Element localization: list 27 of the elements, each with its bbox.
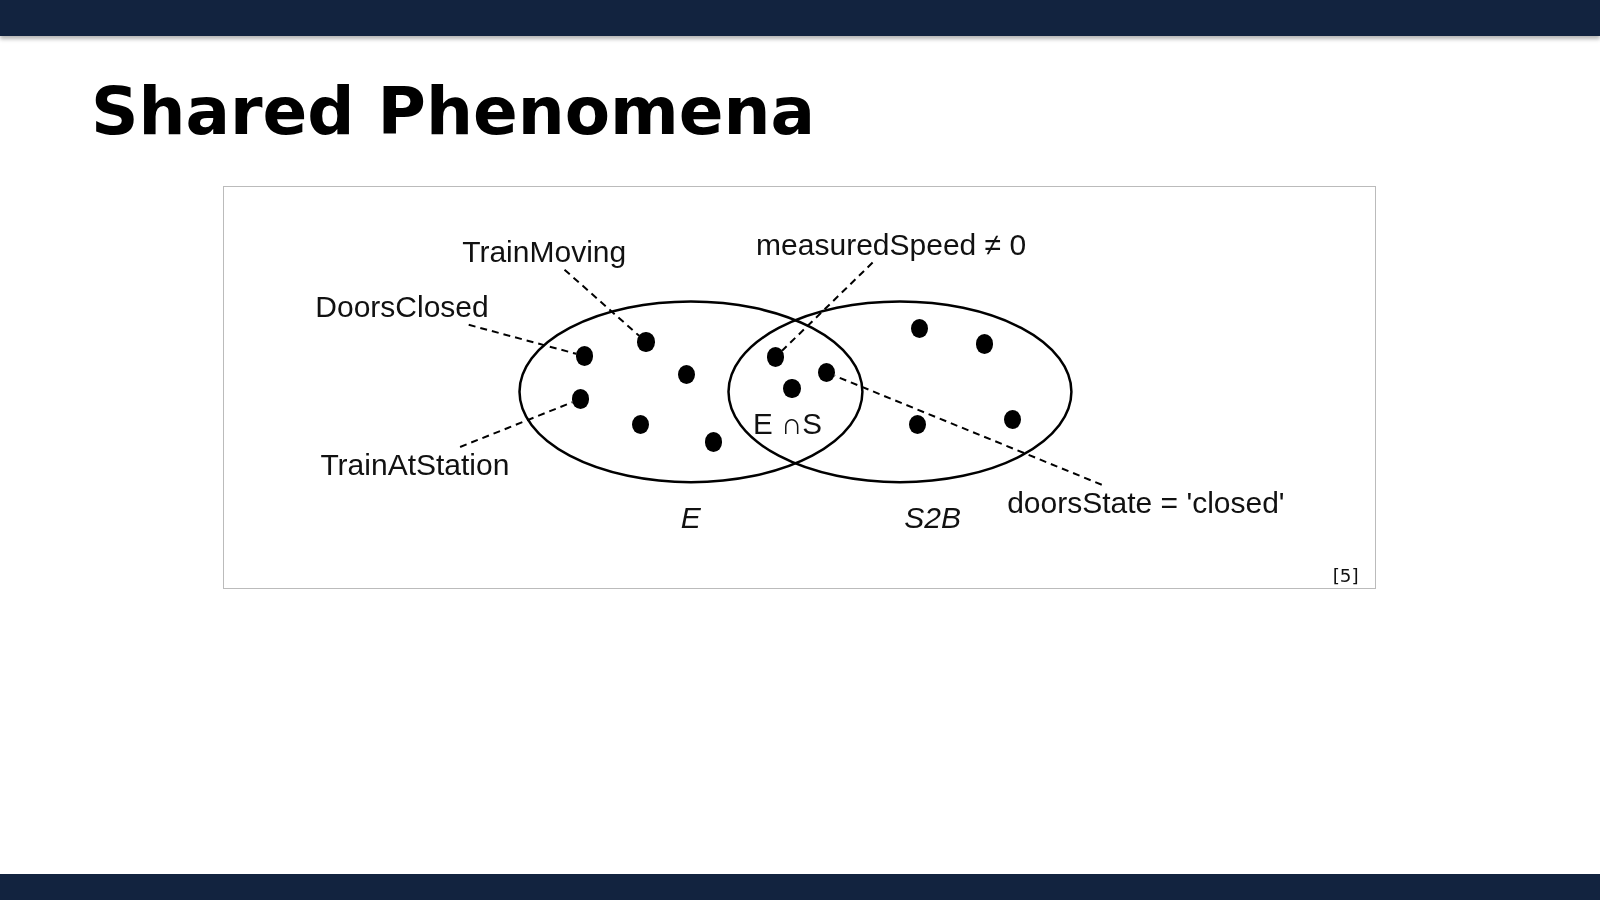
element-dot xyxy=(976,334,994,354)
element-dot xyxy=(783,379,801,399)
set-name: E xyxy=(680,502,701,535)
element-dot xyxy=(576,346,594,366)
phenomenon-label: doorsState = 'closed' xyxy=(1007,486,1285,519)
element-dot xyxy=(910,318,929,339)
reference-note: [5] xyxy=(1332,564,1359,589)
element-dot xyxy=(678,364,696,385)
element-dot xyxy=(908,414,926,435)
set-name: S2B xyxy=(904,502,961,535)
element-dot xyxy=(637,332,655,352)
element-dot xyxy=(632,414,650,435)
leader-line xyxy=(459,401,574,448)
element-dot xyxy=(1003,409,1021,430)
element-dot xyxy=(817,362,836,383)
element-dot xyxy=(571,389,590,409)
phenomenon-label: DoorsClosed xyxy=(315,290,489,323)
intersection-label: E ∩S xyxy=(753,408,822,441)
leader-line xyxy=(563,268,641,337)
phenomenon-label: TrainAtStation xyxy=(320,448,510,481)
phenomenon-label: TrainMoving xyxy=(462,235,627,268)
element-dot xyxy=(766,347,785,367)
slide-title: Shared Phenomena xyxy=(91,72,816,152)
phenomenon-label: measuredSpeed ≠ 0 xyxy=(756,228,1027,261)
element-dot xyxy=(704,432,722,452)
leader-line xyxy=(781,261,874,352)
leader-line xyxy=(467,323,578,355)
